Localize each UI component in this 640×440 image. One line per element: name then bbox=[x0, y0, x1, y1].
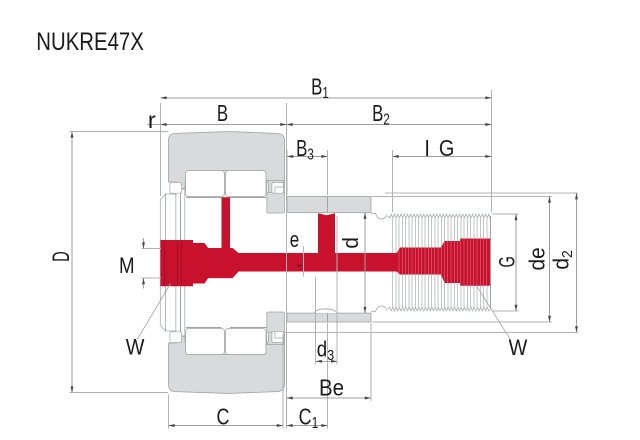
svg-text:M: M bbox=[119, 255, 135, 279]
svg-text:B: B bbox=[217, 100, 228, 126]
svg-text:I G: I G bbox=[424, 134, 456, 161]
svg-text:de: de bbox=[525, 247, 550, 270]
svg-text:W: W bbox=[126, 335, 145, 359]
svg-text:Be: Be bbox=[319, 374, 344, 400]
svg-text:D: D bbox=[48, 251, 75, 262]
svg-text:W: W bbox=[509, 336, 528, 360]
svg-text:G: G bbox=[494, 256, 519, 267]
svg-text:r: r bbox=[148, 107, 156, 133]
svg-text:d: d bbox=[338, 237, 363, 249]
svg-text:C: C bbox=[217, 404, 230, 430]
svg-text:NUKRE47X: NUKRE47X bbox=[36, 28, 144, 56]
svg-text:e: e bbox=[290, 228, 299, 253]
